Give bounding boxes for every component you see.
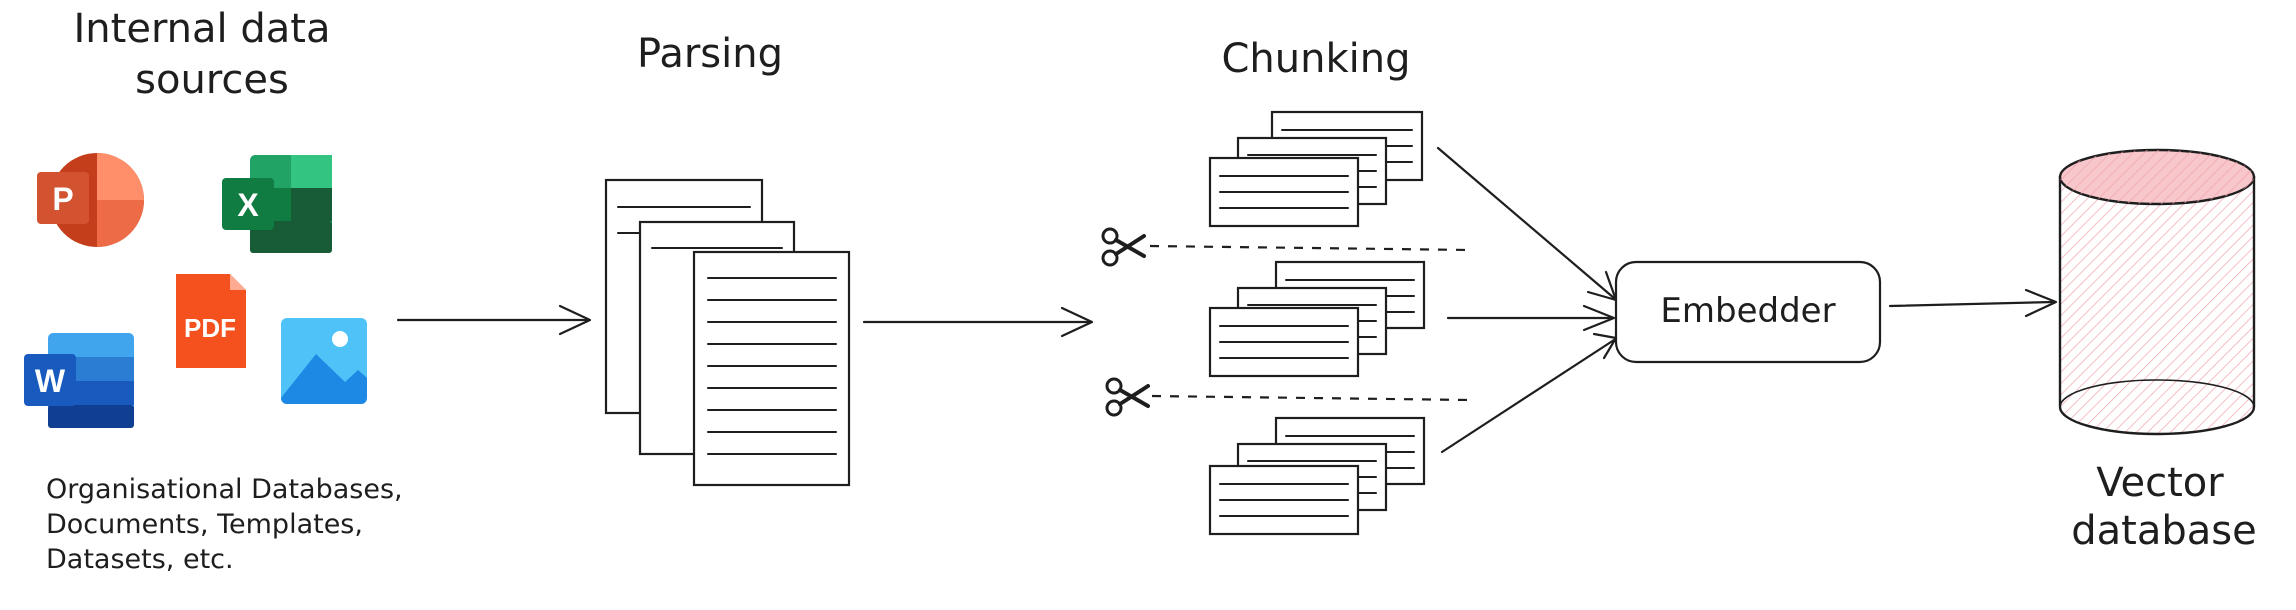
excel-letter: X	[237, 187, 259, 223]
word-icon: W	[24, 333, 134, 428]
chunk-group	[1208, 110, 1424, 228]
arrow-chunks-to-embedder	[1436, 146, 1618, 454]
arrow-parsing-to-chunking	[862, 306, 1094, 338]
sources-caption-line1: Organisational Databases,	[46, 474, 403, 505]
arrow-embedder-to-vector-db	[1888, 288, 2058, 318]
powerpoint-icon: P	[37, 153, 144, 247]
vector-database-cylinder	[2058, 148, 2256, 436]
sources-caption-line2: Documents, Templates,	[46, 509, 363, 540]
excel-icon: X	[222, 155, 332, 253]
embedder-label: Embedder	[1660, 291, 1835, 331]
embedder-box: Embedder	[1614, 260, 1882, 364]
arrow-sources-to-parsing	[396, 304, 592, 336]
cut-line-lower	[1105, 377, 1471, 417]
chunk	[1208, 156, 1360, 228]
word-letter: W	[35, 363, 66, 399]
image-icon	[281, 318, 367, 404]
vector-db-title-line2: database	[2071, 508, 2256, 554]
chunking-title: Chunking	[1221, 36, 1410, 82]
pdf-icon: PDF	[176, 274, 246, 368]
chunk-group	[1208, 416, 1426, 536]
sources-caption-line3: Datasets, etc.	[46, 544, 234, 575]
parsing-title: Parsing	[637, 31, 783, 77]
chunk-group	[1208, 260, 1426, 378]
sources-title-line2: sources	[135, 57, 289, 103]
powerpoint-letter: P	[52, 181, 73, 217]
parsed-document	[692, 250, 851, 487]
chunk	[1208, 306, 1360, 378]
chunk	[1208, 464, 1360, 536]
pdf-letter: PDF	[184, 313, 236, 343]
scissors-icon	[1101, 227, 1146, 267]
parsed-documents-stack	[604, 178, 851, 487]
scissors-icon	[1105, 377, 1150, 417]
vector-db-title-line1: Vector	[2096, 460, 2224, 506]
cut-line-upper	[1101, 227, 1471, 267]
sources-title-line1: Internal data	[74, 6, 331, 52]
